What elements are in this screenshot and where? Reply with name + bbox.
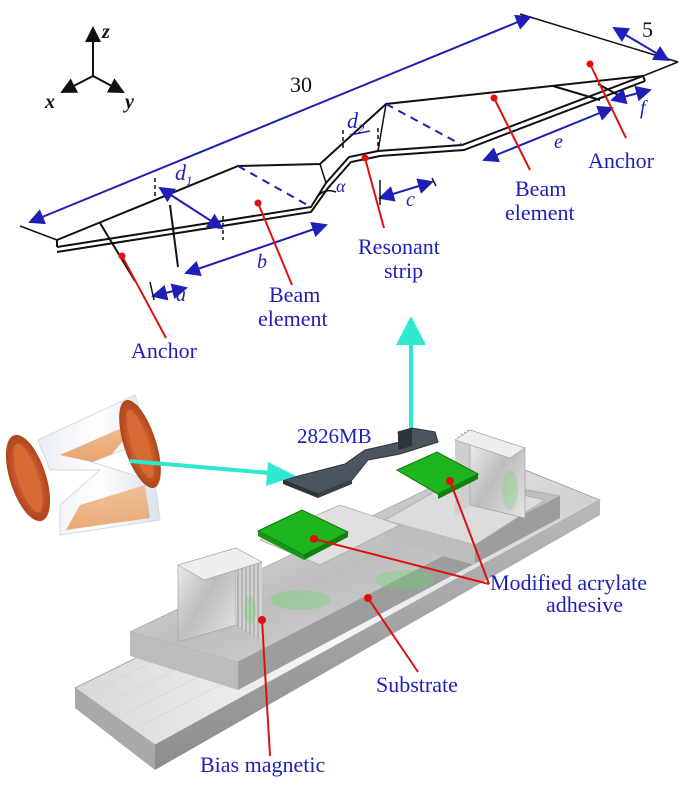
label-substrate: Substrate bbox=[376, 672, 458, 697]
dim-total-length: 30 bbox=[290, 72, 312, 97]
strip-schematic bbox=[19, 13, 679, 282]
adhesive-pads bbox=[256, 451, 480, 560]
dim-c-ext bbox=[149, 177, 437, 301]
resonant-strip-3d bbox=[281, 427, 439, 498]
leader-dots-top bbox=[118, 60, 594, 260]
leaders-top bbox=[121, 63, 627, 339]
x-axis-label: x bbox=[44, 91, 55, 113]
arrow-up-cyan bbox=[396, 316, 426, 430]
dim-d2: d2 bbox=[347, 108, 365, 136]
axes-triad: z x y bbox=[44, 21, 134, 113]
y-axis-label: y bbox=[123, 91, 134, 113]
dim-e: e bbox=[554, 131, 563, 153]
label-resonant-1: Resonant bbox=[358, 234, 440, 259]
dimension-lines bbox=[28, 14, 670, 301]
leader-dots-bottom bbox=[258, 477, 454, 624]
label-adhesive-2: adhesive bbox=[546, 592, 623, 617]
dim-d1: d1 bbox=[175, 160, 193, 188]
dim-f: f bbox=[640, 97, 648, 119]
leaders-bottom bbox=[261, 480, 490, 757]
dim-alpha: α bbox=[336, 176, 346, 196]
hourglass-icon bbox=[5, 394, 161, 536]
dim-b: b bbox=[257, 251, 267, 273]
label-adhesive-1: Modified acrylate bbox=[490, 570, 647, 595]
dim-c: c bbox=[406, 189, 415, 211]
label-beam-left-2: element bbox=[258, 306, 328, 331]
label-anchor-right: Anchor bbox=[588, 148, 655, 173]
alpha-arc bbox=[317, 189, 337, 197]
label-strip-code: 2826MB bbox=[297, 424, 372, 448]
label-bias-magnetic: Bias magnetic bbox=[200, 752, 325, 777]
left-magnet bbox=[177, 547, 263, 643]
label-beam-right-2: element bbox=[505, 200, 575, 225]
dim-width: 5 bbox=[642, 17, 653, 42]
dim-a: a bbox=[176, 284, 186, 306]
z-axis-label: z bbox=[101, 21, 110, 43]
label-resonant-2: strip bbox=[384, 258, 423, 283]
arrow-hourglass-cyan bbox=[129, 459, 296, 486]
label-beam-right-1: Beam bbox=[515, 176, 566, 201]
label-beam-left-1: Beam bbox=[269, 282, 320, 307]
label-anchor-left: Anchor bbox=[131, 338, 198, 363]
